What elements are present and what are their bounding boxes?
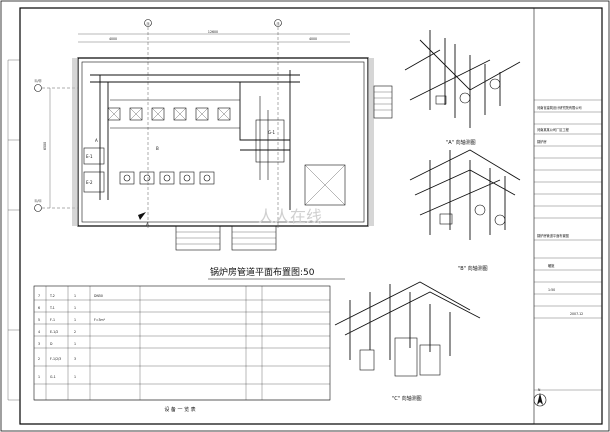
- title-block: 河南省建筑设计研究院有限公司 河南某某公司厂区工程 锅炉房 锅炉房管道平面布置图…: [533, 7, 603, 425]
- grid-bubble-15: [274, 19, 282, 27]
- tb-sub-project: 锅炉房: [537, 139, 547, 144]
- tb-company: 河南省建筑设计研究院有限公司: [537, 105, 582, 110]
- tb-drawing-no: 暖施: [548, 263, 555, 268]
- table-cell-name: F=3m³: [94, 318, 106, 322]
- table-title: 设 备 一 览 表: [164, 406, 195, 413]
- pump-row: [119, 171, 215, 185]
- grid-bubble-left-lower: [34, 204, 42, 212]
- plan-title: 锅炉房管道平面布置图:50: [210, 266, 315, 278]
- table-cell-no: 2: [38, 357, 40, 361]
- view-marker-a-upper: A: [95, 138, 98, 143]
- table-cell-code: T-1: [49, 306, 55, 310]
- dim-top-total: 12600: [208, 30, 218, 34]
- water-tank: [304, 164, 346, 206]
- dim-left: 6500: [43, 142, 47, 150]
- table-cell-no: 1: [38, 375, 40, 379]
- grid-bubble-14: [144, 19, 152, 27]
- table-cell-no: 7: [38, 294, 40, 298]
- label-e2: E-2: [86, 180, 93, 185]
- view-marker-a-lower: A: [146, 222, 149, 227]
- table-cell-qty: 1: [74, 342, 76, 346]
- grid-label-left-lower: Ⓐ/Ⓐ: [34, 198, 42, 203]
- stairs-right-top: [373, 85, 393, 119]
- dim-top-left: 4000: [109, 37, 117, 41]
- table-cell-code: F-1: [50, 318, 55, 322]
- table-cell-no: 6: [38, 306, 40, 310]
- tank-e2: [83, 171, 105, 193]
- table-cell-name: DN50: [94, 294, 103, 298]
- table-cell-qty: 2: [74, 330, 76, 334]
- boiler-room-plan: ⑭ ⑮ 4000 12600 4000 Ⓐ/Ⓑ Ⓐ/Ⓐ 6500: [34, 19, 393, 280]
- table-cell-code: T-2: [49, 294, 55, 298]
- north-label: N: [538, 388, 541, 392]
- label-e1: E-1: [86, 154, 93, 159]
- stairs-bottom: [175, 225, 277, 251]
- tank-e1: [83, 147, 105, 165]
- iso-view-a: "A" 向轴测图: [404, 30, 521, 146]
- tb-date: 2007.12: [570, 312, 583, 316]
- iso-view-c: "C" 向轴测图: [334, 281, 481, 402]
- table-cell-code: D: [50, 342, 53, 346]
- iso-b-label: "B" 向轴测图: [458, 265, 488, 272]
- dim-top-right: 4000: [309, 37, 317, 41]
- label-g1: G-1: [268, 130, 276, 135]
- tank-g1: [255, 119, 285, 163]
- table-cell-qty: 3: [74, 357, 76, 361]
- table-cell-code: F-1/2/3: [50, 357, 61, 361]
- table-cell-qty: 1: [74, 318, 76, 322]
- table-cell-no: 4: [38, 330, 40, 334]
- north-arrow-icon: N: [533, 388, 547, 407]
- table-cell-qty: 1: [74, 375, 76, 379]
- grid-bubble-left-upper: [34, 84, 42, 92]
- tb-drawing-name: 锅炉房管道平面布置图: [537, 233, 569, 238]
- grid-label-left-upper: Ⓐ/Ⓑ: [34, 78, 42, 83]
- view-marker-b: B: [156, 146, 159, 151]
- table-cell-no: 3: [38, 342, 40, 346]
- iso-a-label: "A" 向轴测图: [446, 139, 476, 146]
- iso-view-b: "B" 向轴测图: [409, 149, 521, 272]
- table-cell-code: E-1/2: [50, 330, 58, 334]
- watermark: 人人在线: [258, 207, 322, 226]
- tb-project: 河南某某公司厂区工程: [537, 127, 570, 132]
- grid-label-15: ⑮: [276, 21, 280, 26]
- binding-strip: [7, 59, 20, 401]
- table-cell-no: 5: [38, 318, 40, 322]
- table-cell-qty: 1: [74, 294, 76, 298]
- iso-c-label: "C" 向轴测图: [392, 395, 422, 402]
- tb-scale: 1:50: [548, 288, 555, 292]
- table-cell-code: G-1: [50, 375, 56, 379]
- grid-label-14: ⑭: [146, 21, 150, 26]
- table-cell-qty: 1: [74, 306, 76, 310]
